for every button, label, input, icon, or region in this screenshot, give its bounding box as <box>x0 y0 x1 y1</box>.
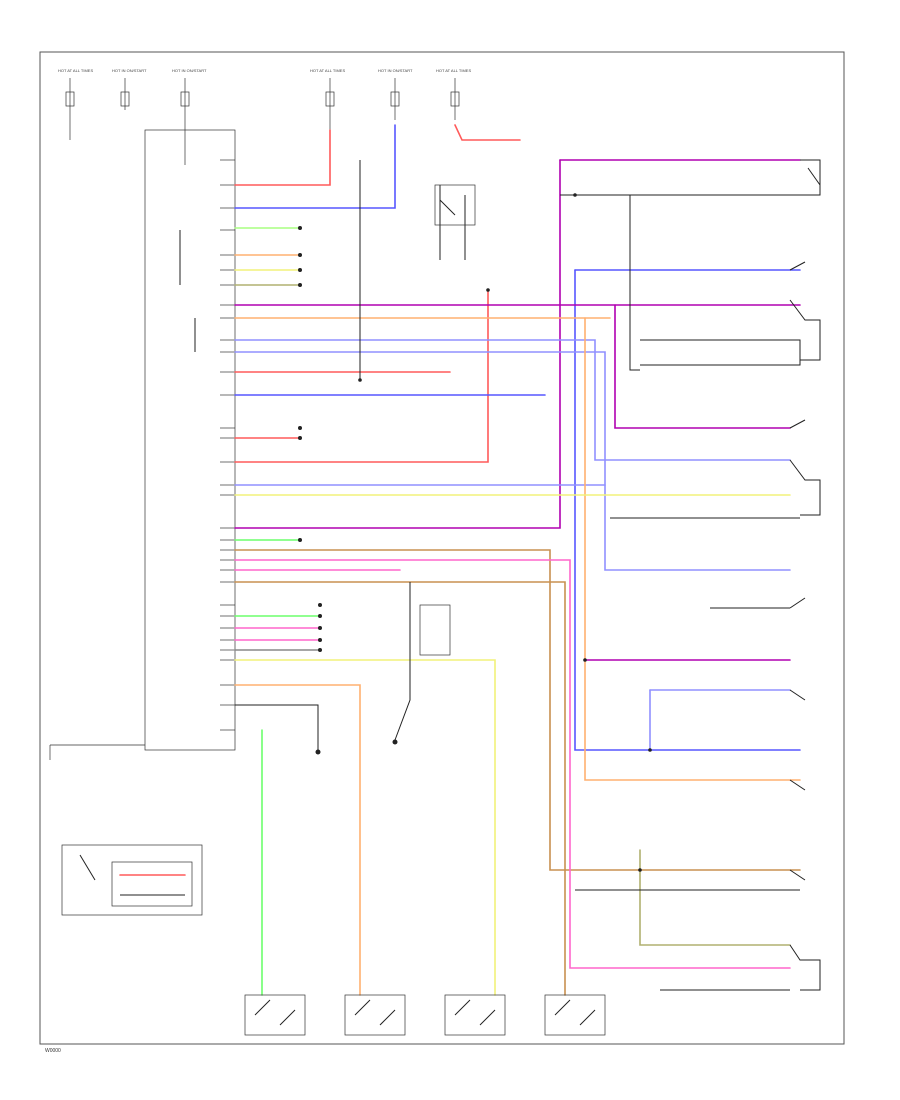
footer-code: W0000 <box>45 1048 61 1054</box>
black-wires <box>179 160 801 991</box>
center-relay <box>419 184 476 656</box>
right-switches <box>789 159 821 991</box>
svg-text:HOT AT ALL TIMES: HOT AT ALL TIMES <box>310 68 345 73</box>
svg-text:HOT IN ON/START: HOT IN ON/START <box>378 68 413 73</box>
combination-meter <box>61 844 203 916</box>
ground-symbols <box>298 193 652 872</box>
diagram-frame <box>39 51 845 1045</box>
module-pins <box>220 159 235 731</box>
keyless-module-box <box>144 129 236 751</box>
svg-text:HOT IN ON/START: HOT IN ON/START <box>172 68 207 73</box>
fuse-group-right: HOT AT ALL TIMES HOT IN ON/START HOT AT … <box>310 68 471 130</box>
svg-text:HOT AT ALL TIMES: HOT AT ALL TIMES <box>436 68 471 73</box>
svg-text:HOT IN ON/START: HOT IN ON/START <box>112 68 147 73</box>
fuse-group-left: HOT AT ALL TIMES HOT IN ON/START HOT IN … <box>58 68 207 165</box>
wires <box>234 124 801 996</box>
bottom-switches <box>244 994 606 1036</box>
svg-text:HOT AT ALL TIMES: HOT AT ALL TIMES <box>58 68 93 73</box>
